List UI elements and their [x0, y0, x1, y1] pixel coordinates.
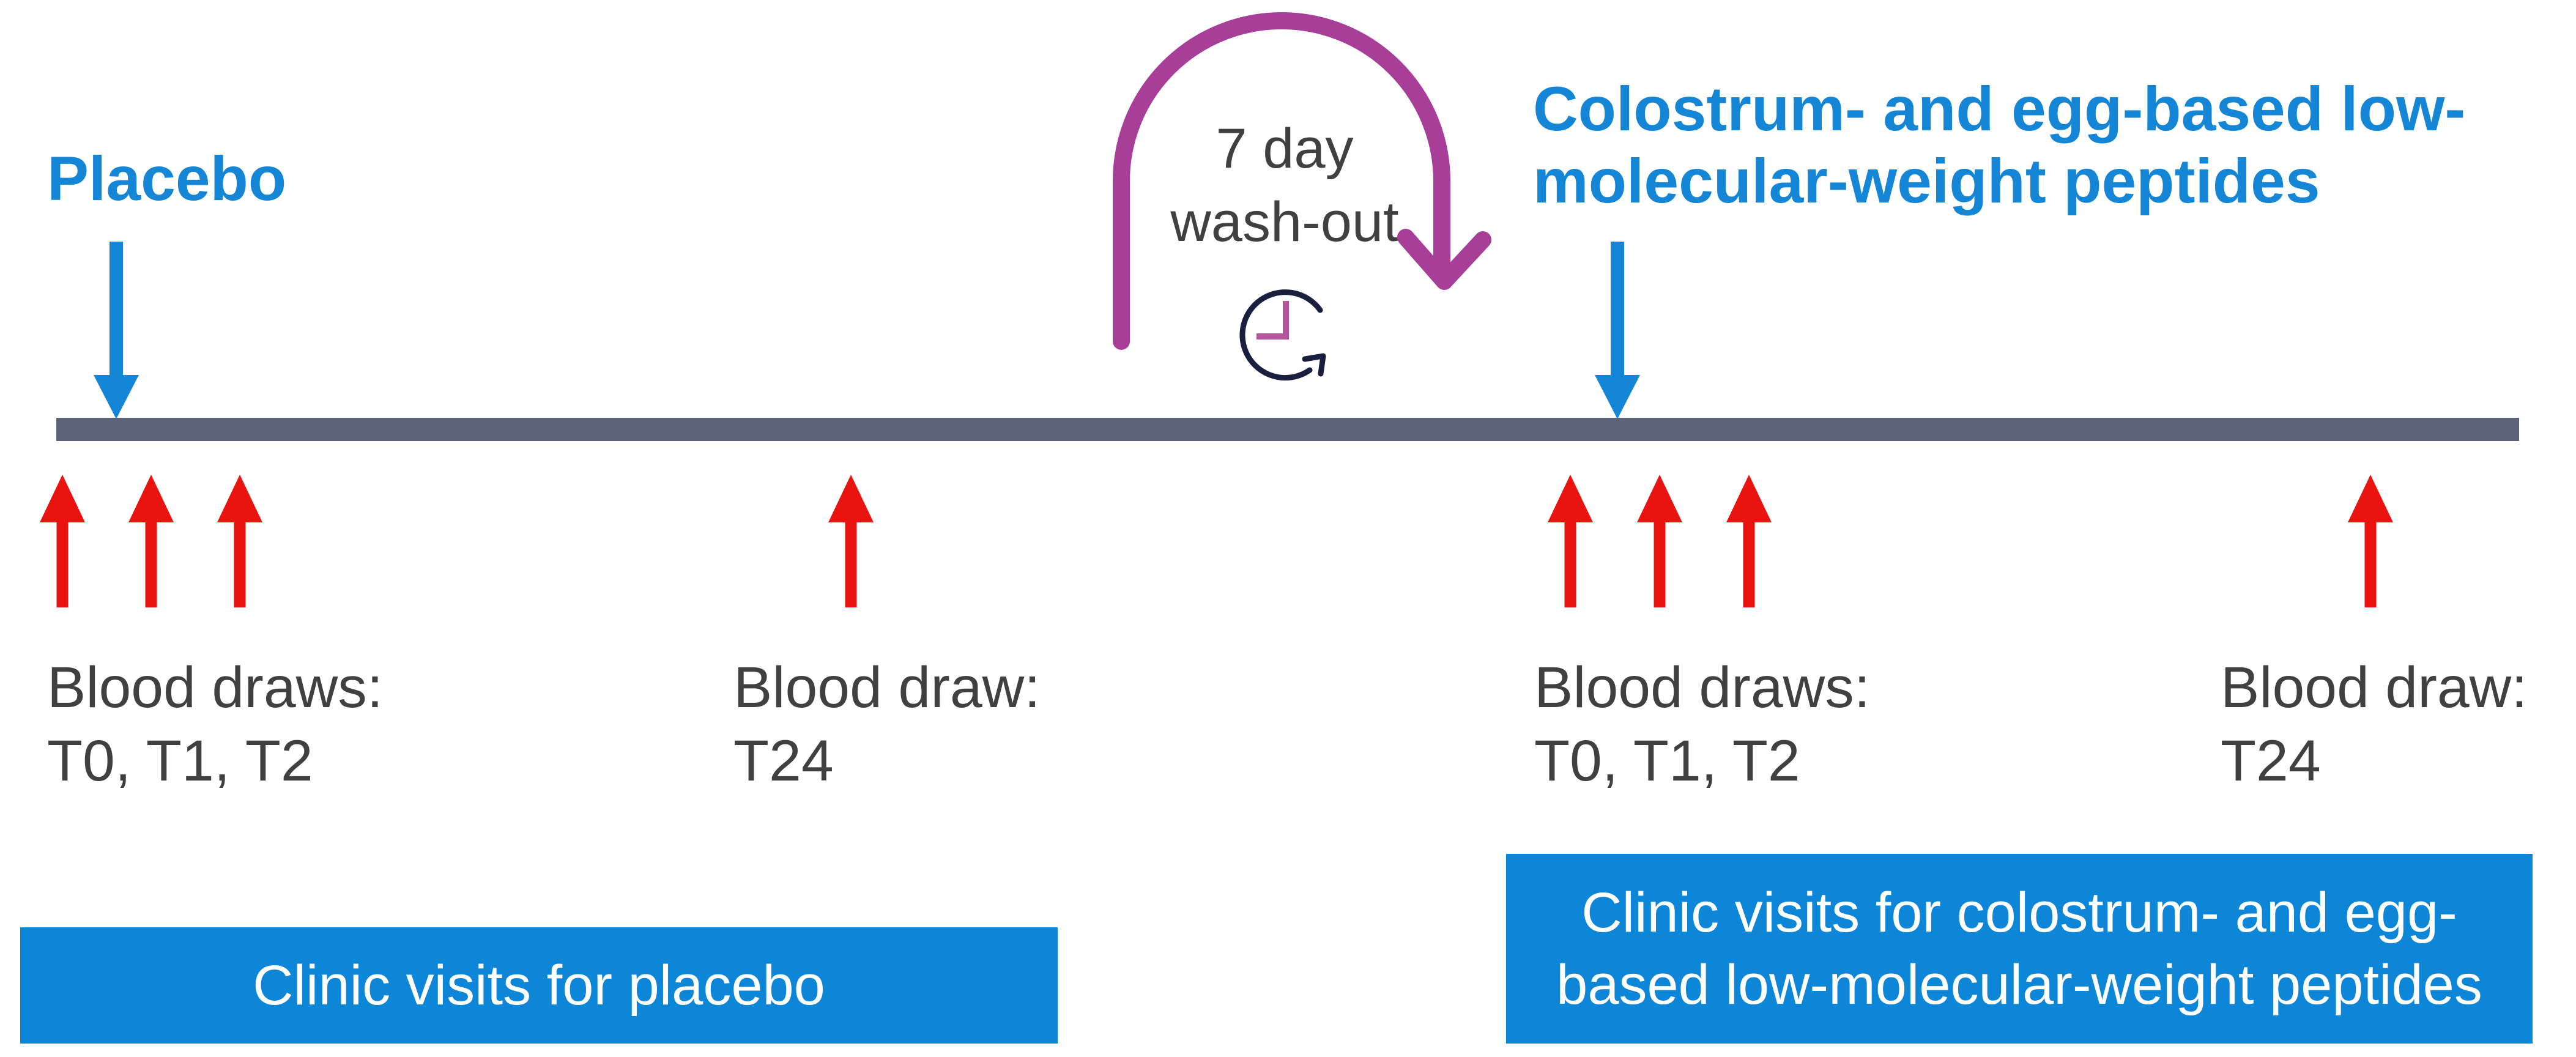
- blood-draw-label-peptides-t24: Blood draw: T24: [2221, 655, 2528, 793]
- clinic-visits-placebo-box: Clinic visits for placebo: [20, 927, 1058, 1044]
- placebo-intervention-down-arrow-icon: [94, 242, 139, 419]
- peptides-arm-label: Colostrum- and egg-based low- molecular-…: [1533, 74, 2466, 216]
- blood-draw-label-placebo-t24: Blood draw: T24: [733, 655, 1041, 793]
- blood-draws-label-peptides-start: Blood draws: T0, T1, T2: [1534, 655, 1871, 793]
- clinic-visits-placebo-label: Clinic visits for placebo: [253, 954, 825, 1017]
- blood-draw-up-arrow-icon: [2348, 475, 2393, 607]
- blood-draw-up-arrow-icon: [128, 475, 174, 607]
- peptides-intervention-down-arrow-icon: [1595, 242, 1640, 419]
- blood-draw-up-arrow-icon: [1726, 475, 1772, 607]
- washout-label: 7 day wash-out: [1170, 117, 1399, 253]
- blood-draw-up-arrow-icon: [40, 475, 85, 607]
- clinic-visits-peptides-box: Clinic visits for colostrum- and egg- ba…: [1506, 854, 2533, 1044]
- blood-draw-up-arrow-icon: [1548, 475, 1593, 607]
- placebo-arm-label: Placebo: [47, 144, 287, 213]
- blood-draws-label-placebo-start: Blood draws: T0, T1, T2: [47, 655, 384, 793]
- blood-draw-up-arrow-icon: [1637, 475, 1682, 607]
- blood-draw-up-arrow-icon: [828, 475, 874, 607]
- timeline-bar: [56, 418, 2519, 441]
- clock-history-icon: [1239, 289, 1326, 381]
- clinic-visits-peptides-label: Clinic visits for colostrum- and egg- ba…: [1556, 881, 2482, 1016]
- blood-draw-up-arrow-icon: [217, 475, 262, 607]
